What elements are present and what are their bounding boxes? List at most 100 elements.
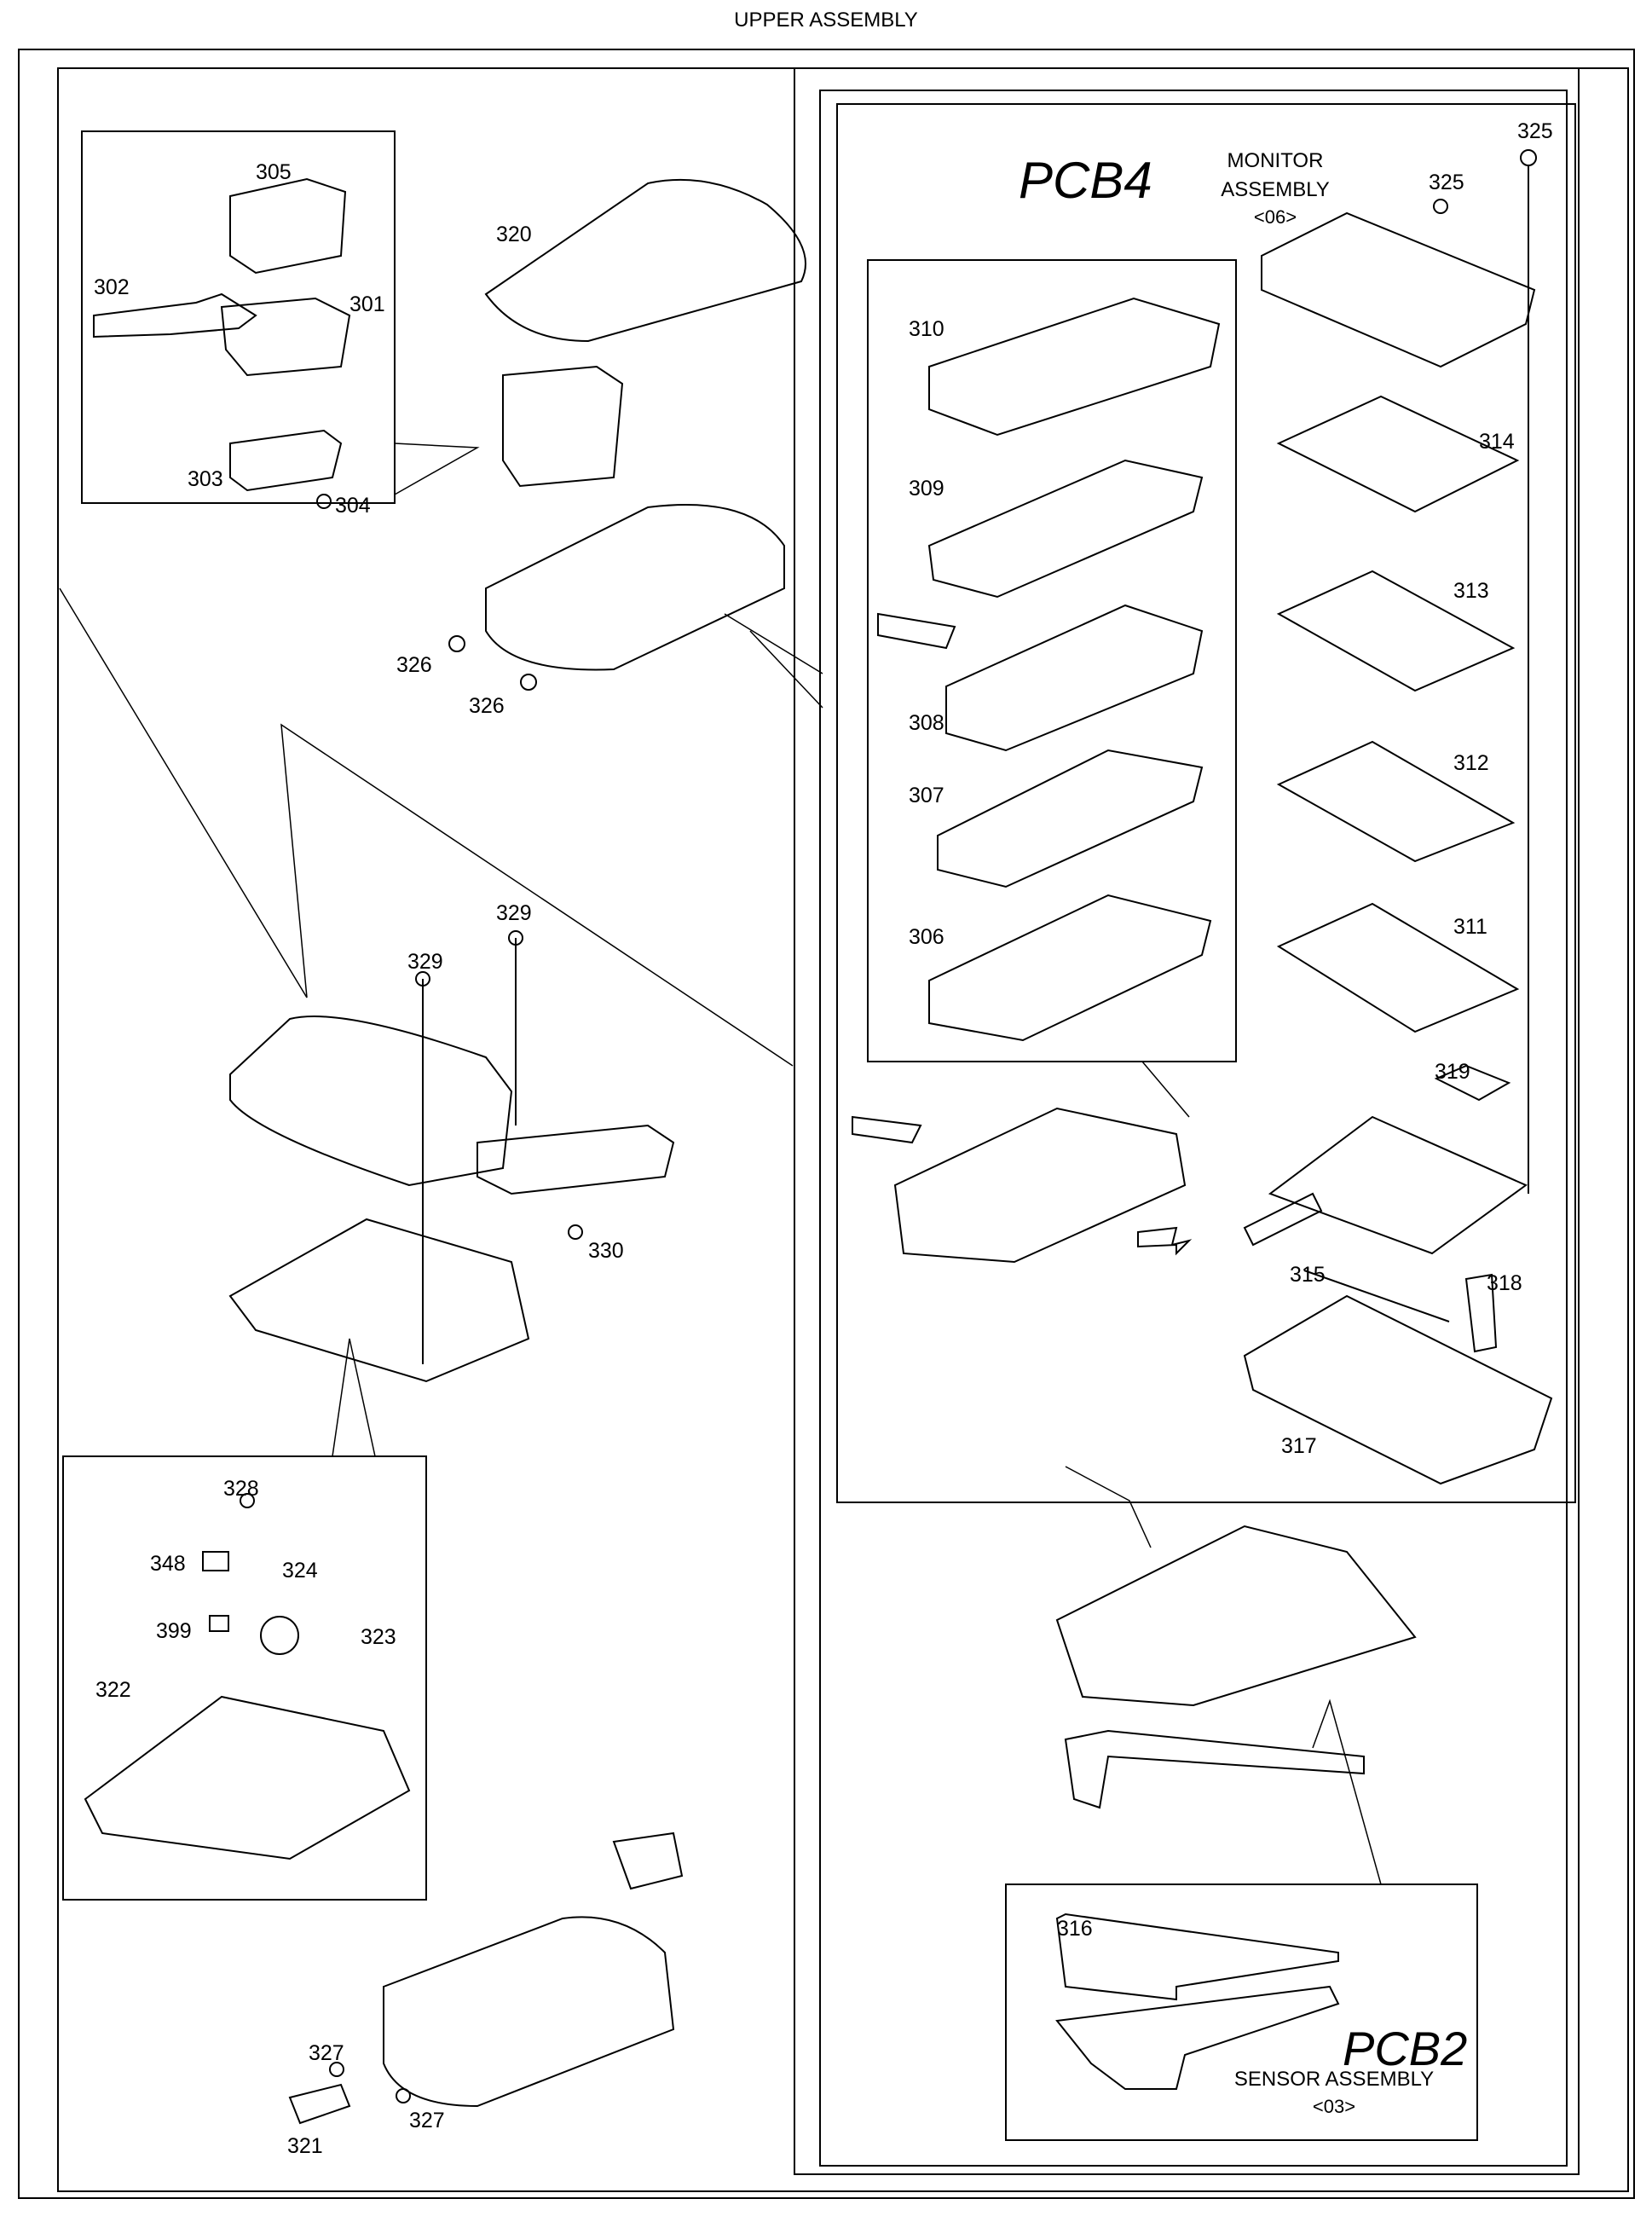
label-313: 313 bbox=[1453, 579, 1489, 603]
part-399-block bbox=[209, 1615, 229, 1632]
screw-328-icon bbox=[240, 1493, 255, 1508]
label-348: 348 bbox=[150, 1552, 186, 1576]
pcb4-annotation: PCB4 bbox=[1019, 152, 1152, 209]
label-327-a: 327 bbox=[309, 2041, 344, 2065]
screw-329-b-icon bbox=[508, 930, 523, 946]
monitor-flex bbox=[1243, 1192, 1323, 1247]
callout-switch bbox=[394, 443, 480, 495]
switch-detail-box bbox=[81, 130, 396, 504]
screw-327-a-icon bbox=[329, 2062, 344, 2077]
label-326-a: 326 bbox=[396, 653, 432, 677]
label-328: 328 bbox=[223, 1477, 259, 1501]
label-306: 306 bbox=[909, 925, 944, 949]
right-frame-outer bbox=[794, 67, 1580, 2175]
screw-325-a-icon bbox=[1433, 199, 1448, 214]
mid-component bbox=[502, 365, 624, 488]
inner-frame bbox=[57, 67, 1629, 2192]
arrow-icon bbox=[1137, 1226, 1193, 1256]
label-399: 399 bbox=[156, 1619, 192, 1643]
part-308-panel bbox=[945, 604, 1204, 752]
part-323-battery-icon bbox=[260, 1616, 299, 1655]
part-302-flex bbox=[93, 292, 257, 339]
label-308: 308 bbox=[909, 711, 944, 735]
label-316: 316 bbox=[1057, 1917, 1093, 1941]
lower-housing-parts bbox=[288, 1831, 684, 2125]
part-314-sheet bbox=[1276, 395, 1520, 513]
part-306-frame bbox=[928, 894, 1212, 1042]
monitor-frame bbox=[836, 103, 1576, 1503]
screw-326-b-icon bbox=[520, 674, 537, 691]
label-302: 302 bbox=[94, 275, 130, 299]
label-312: 312 bbox=[1453, 751, 1489, 775]
callout-lines-main bbox=[59, 587, 794, 1067]
part-309-sheet bbox=[927, 459, 1204, 599]
body-chassis-upper bbox=[485, 504, 785, 671]
monitor-label-code: <06> bbox=[1254, 206, 1297, 228]
callout-lcd bbox=[1141, 1061, 1190, 1118]
switch-parts bbox=[93, 177, 351, 509]
callout-bezel bbox=[1065, 1466, 1152, 1548]
callout-monitor-top bbox=[724, 613, 823, 674]
label-322: 322 bbox=[95, 1678, 131, 1702]
body-shell bbox=[229, 1016, 513, 1187]
part-315-strip bbox=[1303, 1270, 1450, 1322]
label-311: 311 bbox=[1453, 915, 1487, 939]
part-305-shield bbox=[229, 177, 347, 275]
label-330: 330 bbox=[588, 1239, 624, 1263]
label-320: 320 bbox=[496, 223, 532, 246]
part-322-frame bbox=[84, 1695, 411, 1860]
part-308-flex bbox=[877, 612, 956, 650]
screw-327-b-icon bbox=[396, 2088, 411, 2103]
label-304: 304 bbox=[335, 494, 371, 518]
label-327-b: 327 bbox=[409, 2109, 445, 2132]
top-centre-parts bbox=[448, 178, 806, 691]
label-329-a: 329 bbox=[407, 950, 443, 974]
frame-detail-parts bbox=[84, 1493, 411, 1860]
label-321: 321 bbox=[287, 2134, 323, 2158]
part-304-button bbox=[316, 494, 332, 509]
label-318: 318 bbox=[1487, 1271, 1522, 1295]
main-frame bbox=[228, 1218, 530, 1383]
label-319: 319 bbox=[1435, 1060, 1470, 1084]
middle-left-parts bbox=[228, 930, 675, 1383]
part-311-sheet bbox=[1276, 902, 1520, 1033]
part-318-flex bbox=[1464, 1273, 1498, 1353]
sensor-bar-upper bbox=[1064, 1729, 1365, 1809]
label-323: 323 bbox=[361, 1625, 396, 1649]
label-317: 317 bbox=[1281, 1434, 1317, 1458]
monitor-frame-assembled bbox=[1268, 1115, 1528, 1255]
pcb2-annotation: PCB2 bbox=[1343, 2022, 1467, 2075]
callout-frame bbox=[332, 1338, 376, 1457]
part-316-sensor-upper bbox=[1055, 1912, 1339, 2001]
label-305: 305 bbox=[256, 160, 292, 184]
callout-sensor bbox=[1312, 1698, 1382, 1885]
part-310-bracket bbox=[928, 297, 1221, 437]
label-307: 307 bbox=[909, 784, 944, 807]
monitor-label-line1: MONITOR bbox=[1227, 149, 1324, 172]
screw-329-a-icon bbox=[415, 971, 430, 987]
monitor-pcb bbox=[1261, 211, 1536, 368]
part-321-cover bbox=[288, 2083, 351, 2125]
part-316-sensor-lower bbox=[1055, 1985, 1340, 2090]
sensor-label-code: <03> bbox=[1313, 2096, 1355, 2117]
screw-330-icon bbox=[568, 1224, 583, 1240]
sensor-assembly-box bbox=[1005, 1883, 1478, 2141]
label-301: 301 bbox=[349, 292, 385, 316]
part-319-clip bbox=[1434, 1064, 1511, 1102]
front-bezel-parts bbox=[1055, 1525, 1417, 2090]
lower-flex bbox=[612, 1831, 684, 1890]
part-320-cover bbox=[484, 178, 806, 343]
part-312-sheet bbox=[1276, 740, 1516, 863]
label-310: 310 bbox=[909, 317, 944, 341]
lcd-subassembly-box bbox=[867, 259, 1237, 1062]
part-307-sheet bbox=[937, 749, 1204, 888]
callout-monitor-bottom bbox=[749, 630, 823, 709]
label-314: 314 bbox=[1479, 430, 1515, 454]
label-324: 324 bbox=[282, 1559, 318, 1583]
lcd-assembled bbox=[893, 1107, 1187, 1264]
lcd-flex bbox=[852, 1115, 922, 1144]
screw-325-b-icon bbox=[1520, 149, 1537, 166]
flex-cable-mid bbox=[477, 1124, 675, 1195]
label-325-a: 325 bbox=[1429, 171, 1464, 194]
